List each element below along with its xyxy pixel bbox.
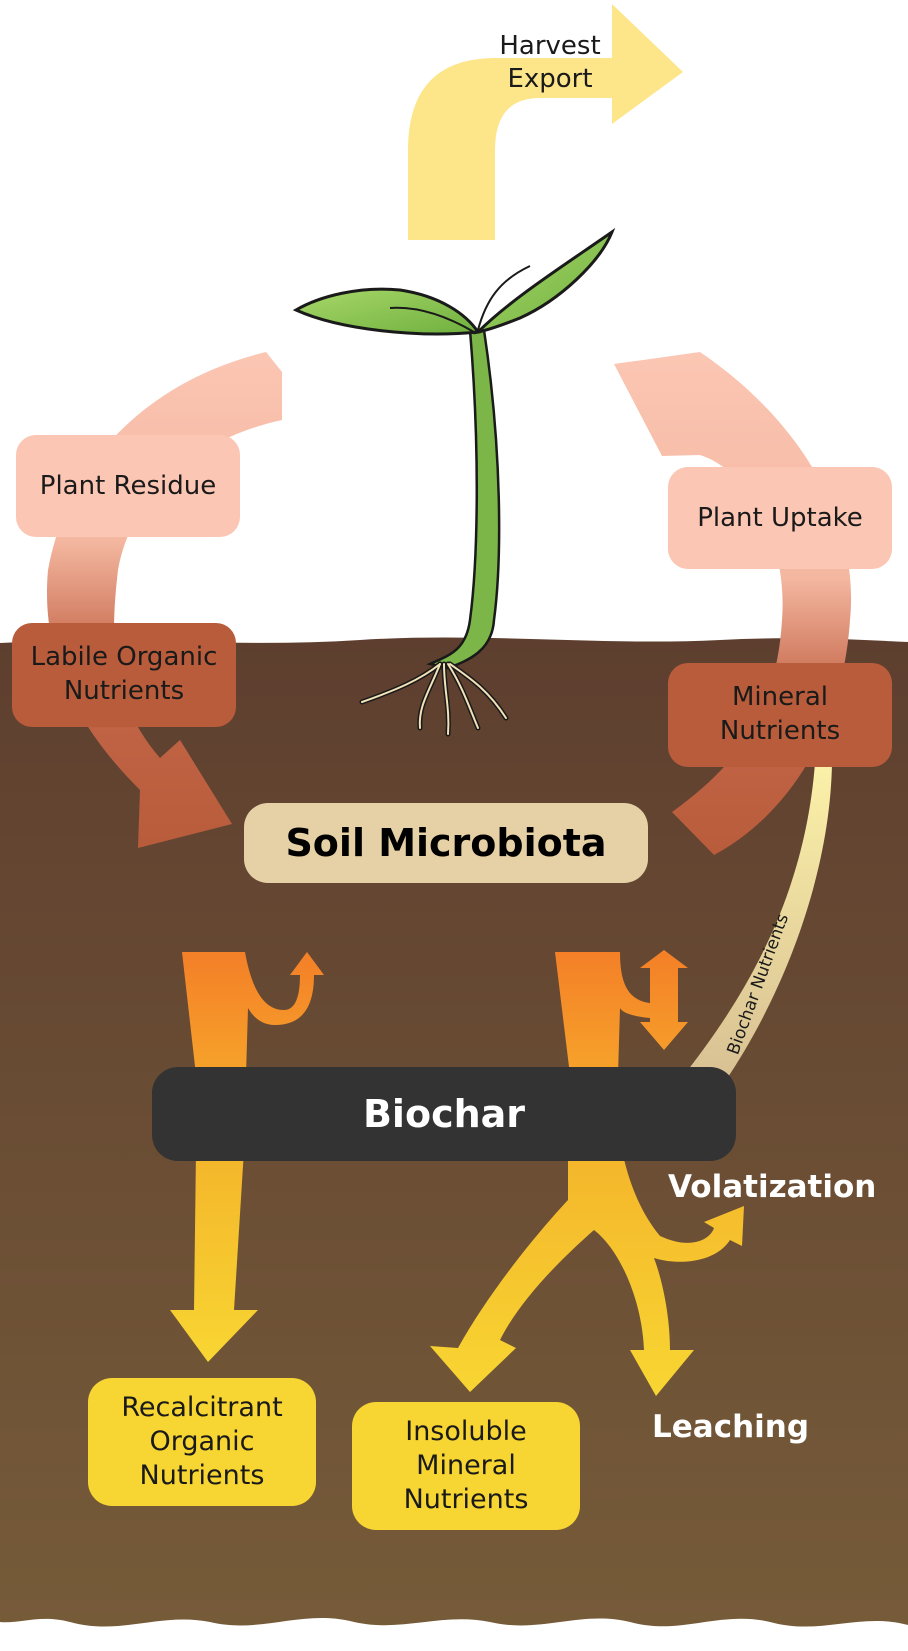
orange-flow-right <box>555 950 688 1075</box>
biochar-box: Biochar <box>152 1067 736 1161</box>
plant-uptake-label: Plant Uptake <box>697 503 863 533</box>
biochar-label: Biochar <box>362 1092 526 1136</box>
recalcitrant-flow-arrow <box>170 1150 258 1362</box>
mineral-nutrients-label: Mineral Nutrients <box>719 682 841 746</box>
insoluble-mineral-nutrients-box: Insoluble Mineral Nutrients <box>352 1402 580 1530</box>
plant-residue-label: Plant Residue <box>39 471 217 501</box>
recalcitrant-organic-nutrients-label: Recalcitrant Organic Nutrients <box>121 1392 283 1491</box>
labile-organic-nutrients-label: Labile Organic Nutrients <box>30 642 218 706</box>
recalcitrant-organic-nutrients-box: Recalcitrant Organic Nutrients <box>88 1378 316 1506</box>
biochar-nutrients-arrow <box>680 763 832 1080</box>
orange-flow-left <box>182 952 324 1075</box>
harvest-export-label: Harvest Export <box>499 31 601 94</box>
leaching-label: Leaching <box>652 1409 810 1445</box>
seedling-illustration <box>292 227 616 737</box>
mineral-flow-arrows <box>430 1150 744 1396</box>
plant-residue-box: Plant Residue <box>16 435 240 537</box>
mineral-nutrients-box: Mineral Nutrients <box>668 663 892 767</box>
harvest-export-arrow <box>408 4 683 240</box>
insoluble-mineral-nutrients-label: Insoluble Mineral Nutrients <box>403 1416 529 1515</box>
plant-uptake-box: Plant Uptake <box>668 467 892 569</box>
labile-organic-nutrients-box: Labile Organic Nutrients <box>12 623 236 727</box>
soil-microbiota-label: Soil Microbiota <box>285 821 607 865</box>
volatization-label: Volatization <box>668 1169 877 1205</box>
soil-microbiota-box: Soil Microbiota <box>244 803 648 883</box>
